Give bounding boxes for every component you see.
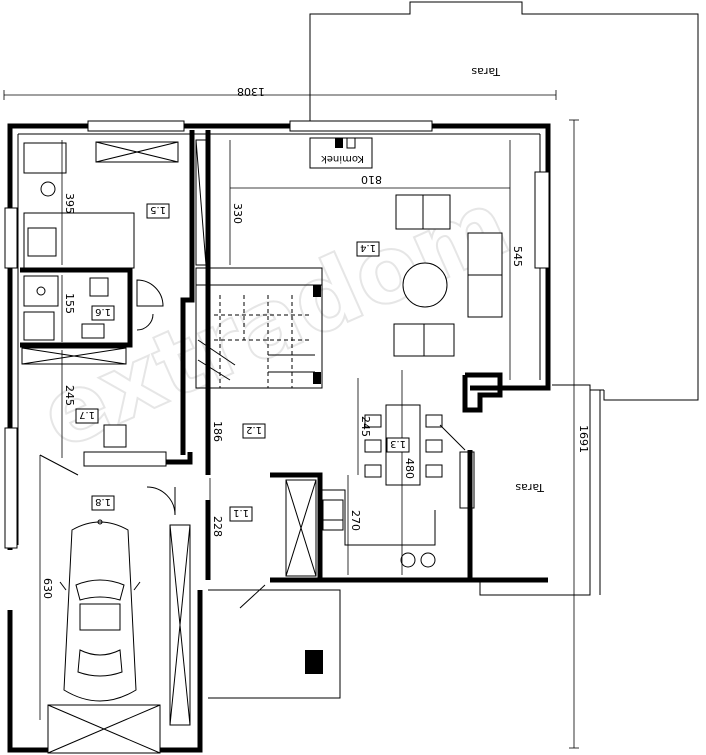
svg-text:1.6: 1.6 [95,306,111,317]
bathroom-fixtures [23,275,109,341]
svg-text:1.8: 1.8 [95,496,111,507]
interior-dimensions [39,140,511,720]
room-label-1-2: 1.2 [242,423,266,439]
utility-furniture [21,347,127,448]
overall-width-label: 1308 [237,85,265,98]
overall-height-dimension: 1691 [569,119,590,749]
dim-garage-height: 630 [41,578,54,599]
dimension-labels: 810 545 330 395 155 245 186 245 480 270 … [41,173,524,599]
dim-stair-height: 330 [231,203,244,224]
bedroom-furniture [23,139,207,269]
dim-room17-height: 245 [63,385,76,406]
dim-dining-width: 480 [403,458,416,479]
kitchen [322,489,436,568]
room-label-1-8: 1.8 [91,495,115,511]
room-label-1-4: 1.4 [356,241,380,257]
dim-living-width: 810 [361,173,382,186]
dim-kitchen-height: 270 [349,510,362,531]
terrace-right-label: Taras [515,481,545,494]
garage [47,524,191,754]
living-furniture [393,194,503,357]
svg-text:1.4: 1.4 [360,242,376,253]
svg-text:1.1: 1.1 [233,507,249,518]
terrace-top-outline [309,1,699,401]
terrace-right-outline [479,384,604,596]
car-icon [59,519,141,702]
dining-table [364,404,443,486]
dim-dining-height: 245 [359,416,372,437]
staircase [195,267,323,389]
room-label-1-5: 1.5 [146,203,170,219]
room-label-1-6: 1.6 [91,305,115,321]
svg-text:1.2: 1.2 [246,424,262,435]
room-label-1-3: 1.3 [386,437,410,453]
room-label-1-7: 1.7 [75,408,99,424]
svg-text:1.3: 1.3 [390,438,406,449]
overall-height-label: 1691 [577,425,590,453]
overall-width-dimension: 1308 [3,85,557,100]
dim-living-height: 545 [511,246,524,267]
terrace-top-label: Taras [471,65,501,78]
svg-text:1.5: 1.5 [150,204,166,215]
dim-hall-height: 186 [211,421,224,442]
hall-cabinet [285,479,317,577]
doors [39,279,466,609]
room-label-1-1: 1.1 [229,506,253,522]
fireplace: Kominek [309,137,373,169]
fireplace-label: Kominek [321,153,364,164]
porch [208,589,341,699]
dim-entry-height: 228 [211,516,224,537]
dim-room15-height: 395 [63,193,76,214]
dim-room16-height: 155 [63,293,76,314]
interior-walls [20,130,503,583]
svg-text:1.7: 1.7 [79,409,95,420]
